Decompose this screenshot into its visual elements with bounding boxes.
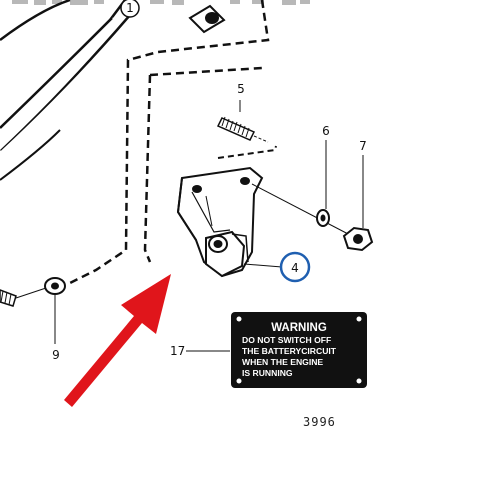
top-roller <box>188 4 226 34</box>
warning-plate-line-4: IS RUNNING <box>242 368 293 378</box>
callout-9-label: 9 <box>52 348 60 362</box>
nut-part-7 <box>342 155 374 252</box>
callout-4-label: 4 <box>291 261 299 275</box>
alternator-phantom-outline <box>67 0 270 286</box>
bolt-left <box>0 287 47 307</box>
bolt-axis-line <box>251 183 353 237</box>
figure-number: 3996 <box>303 415 336 429</box>
belt-edge <box>0 17 113 129</box>
washer-part-6 <box>316 140 330 227</box>
warning-plate-line-1: DO NOT SWITCH OFF <box>242 335 331 345</box>
callout-4-highlight: 4 <box>279 251 311 283</box>
warning-plate-line-3: WHEN THE ENGINE <box>242 357 323 367</box>
callout-4-leader <box>243 263 283 268</box>
washer-part-9 <box>44 277 66 344</box>
callout-6-label: 6 <box>322 124 330 138</box>
belt-shaded-section <box>0 14 128 150</box>
warning-plate: WARNING DO NOT SWITCH OFF THE BATTERYCIR… <box>231 312 367 388</box>
warning-plate-title: WARNING <box>271 322 327 334</box>
mounting-bracket-part-4 <box>176 166 264 278</box>
callout-1-marker: 1 <box>120 0 140 18</box>
callout-1-label: 1 <box>126 1 134 15</box>
cropped-heading-fragment <box>12 0 310 5</box>
callout-17-label: 17 <box>170 344 185 358</box>
stud-part-5 <box>216 100 269 143</box>
callout-5-label: 5 <box>237 82 245 96</box>
callout-7-label: 7 <box>359 139 367 153</box>
warning-plate-line-2: THE BATTERYCIRCUIT <box>242 346 337 356</box>
red-pointer-arrow <box>64 274 171 407</box>
bracket-phantom-top <box>217 145 277 159</box>
